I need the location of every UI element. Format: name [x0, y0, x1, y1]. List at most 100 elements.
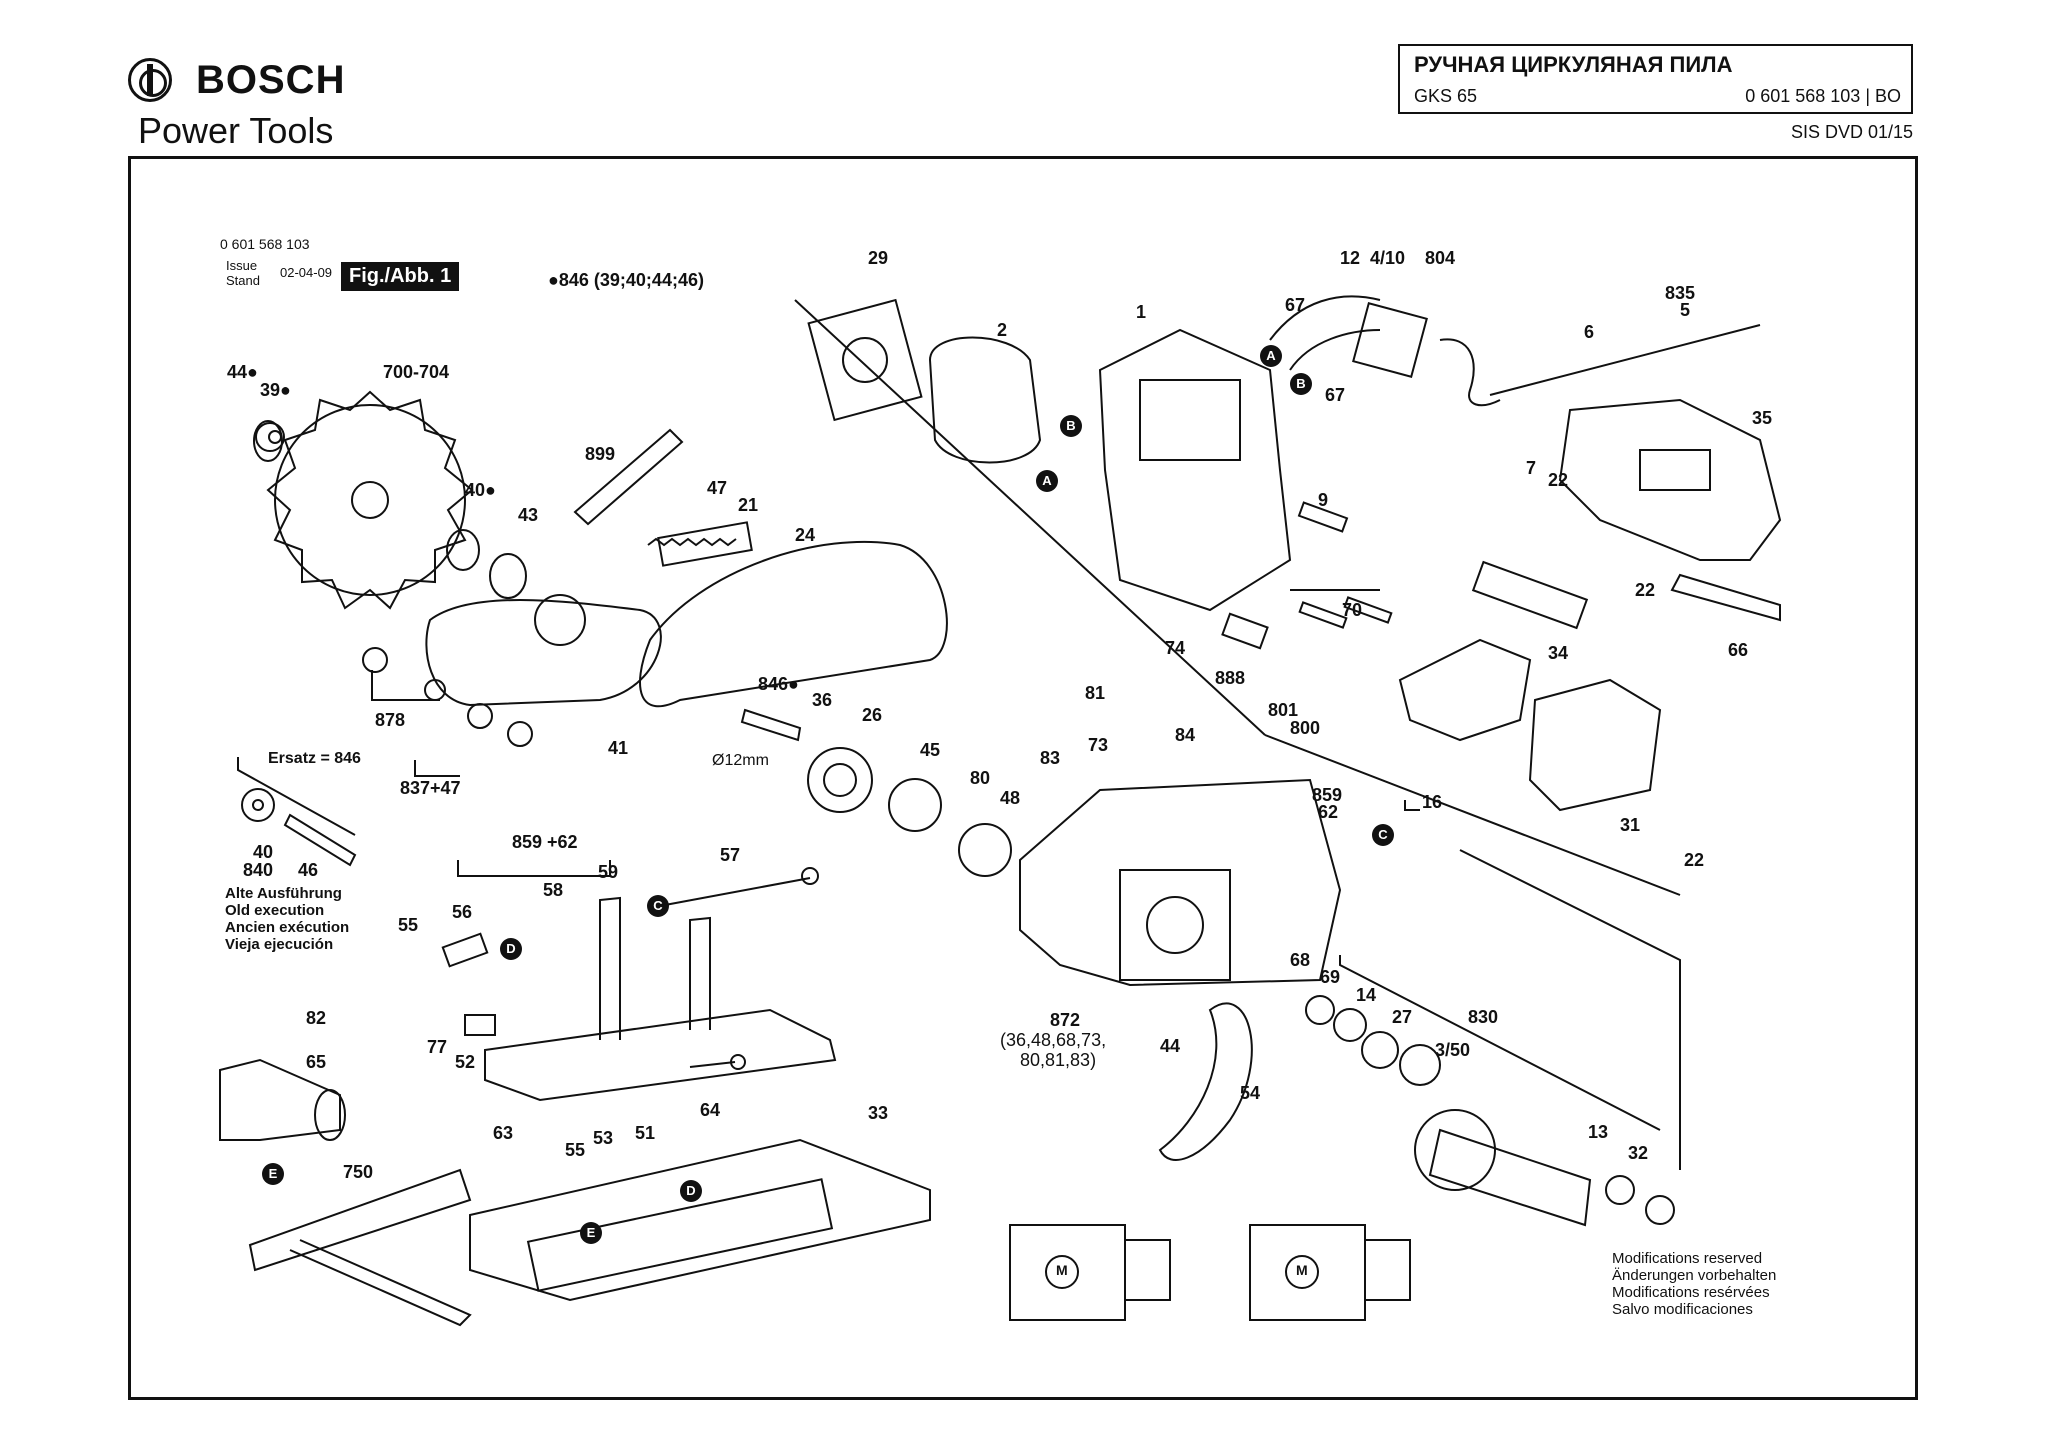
- part-label: 82: [306, 1008, 327, 1028]
- part-label: 26: [862, 705, 883, 725]
- part-label: 80,81,83): [1020, 1050, 1097, 1070]
- part-label: 55: [398, 915, 419, 935]
- riving-knife-icon: [1158, 1002, 1253, 1161]
- part-label: 9: [1318, 490, 1329, 510]
- part-label: 1: [1136, 302, 1147, 322]
- part-label: 58: [543, 880, 564, 900]
- part-label: 22: [1684, 850, 1705, 870]
- part-label: 39●: [260, 380, 291, 400]
- grease-tube-icon: [573, 428, 684, 526]
- spring-icon: [647, 537, 737, 547]
- marker-d: D: [500, 938, 522, 960]
- part-label: 32: [1628, 1143, 1649, 1163]
- stand-label: Stand: [226, 273, 260, 288]
- schematic-2: [1249, 1224, 1366, 1321]
- marker-a: A: [1036, 470, 1058, 492]
- part-label: 51: [635, 1123, 656, 1143]
- part-label: 57: [720, 845, 741, 865]
- old-execution-fr: Ancien exécution: [225, 919, 350, 936]
- part-label: 66: [1728, 640, 1749, 660]
- old-execution-es: Vieja ejecución: [225, 936, 334, 953]
- title-box: РУЧНАЯ ЦИРКУЛЯНАЯ ПИЛА GKS 65 0 601 568 …: [1398, 44, 1913, 114]
- part-label: 48: [1000, 788, 1021, 808]
- figure-label: Fig./Abb. 1: [341, 262, 460, 291]
- part-label: 750: [343, 1162, 374, 1182]
- part-label: 31: [1620, 815, 1641, 835]
- part-label: 24: [795, 525, 816, 545]
- part-label: 6: [1584, 322, 1595, 342]
- oring-80-icon: [958, 823, 1012, 877]
- part-label: 41: [608, 738, 629, 758]
- part-label: 40●: [465, 480, 496, 500]
- part-label: 34: [1548, 643, 1569, 663]
- motor-housing-icon: [1098, 328, 1292, 612]
- part-label: 859: [1312, 785, 1343, 805]
- upper-guard-icon: [639, 540, 948, 708]
- screw-57-icon: [664, 877, 811, 906]
- dvd-version: SIS DVD 01/15: [1790, 122, 1913, 142]
- bosch-armature-icon: [128, 58, 172, 102]
- issue-date: 02-04-09: [280, 265, 333, 280]
- brand-name: BOSCH: [196, 58, 346, 102]
- part-label: 62: [1318, 802, 1339, 822]
- figure-id: 0 601 568 103: [220, 236, 310, 252]
- guide-rule-icon: [248, 1168, 472, 1272]
- marker-d: D: [680, 1180, 702, 1202]
- old-execution-de: Alte Ausführung: [225, 885, 342, 902]
- note-line: Modifications resérvées: [1612, 1284, 1770, 1301]
- part-label: 44●: [227, 362, 258, 382]
- part-label: 68: [1290, 950, 1311, 970]
- marker-e: E: [580, 1222, 602, 1244]
- part-label: 69: [1320, 967, 1341, 987]
- cable-icon: [1489, 324, 1761, 396]
- part-label: 835: [1665, 283, 1696, 303]
- handle-icon: [1558, 398, 1782, 561]
- part-label: 59: [598, 862, 619, 882]
- motor-symbol: M: [1056, 1262, 1068, 1278]
- hex-key-icon: [1670, 573, 1781, 622]
- bosch-logo: BOSCH Power Tools: [128, 52, 388, 152]
- note-line: Salvo modificaciones: [1612, 1301, 1753, 1318]
- armature-icon: [1428, 1128, 1592, 1227]
- part-label: 5: [1680, 300, 1691, 320]
- part-label: 16: [1422, 792, 1443, 812]
- motor-symbol: M: [1296, 1262, 1308, 1278]
- gear-45-icon: [888, 778, 942, 832]
- brand-subtitle: Power Tools: [138, 110, 334, 151]
- diagram-frame: [128, 156, 1918, 1400]
- brush-holder-icon: [1398, 638, 1532, 742]
- part-label: 2: [997, 320, 1008, 340]
- product-title: РУЧНАЯ ЦИРКУЛЯНАЯ ПИЛА: [1414, 52, 1733, 77]
- part-label: 45: [920, 740, 941, 760]
- washer-44-icon: [255, 422, 285, 452]
- plate-21-icon: [657, 521, 753, 567]
- part-label: 12: [1340, 248, 1361, 268]
- part-label: 29: [868, 248, 889, 268]
- part-label: 840: [243, 860, 274, 880]
- marker-c: C: [1372, 824, 1394, 846]
- part-label: 44: [1160, 1036, 1181, 1056]
- lower-guard-icon: [425, 599, 662, 707]
- kit-note: ●846 (39;40;44;46): [548, 270, 704, 290]
- part-label: 4/10: [1370, 248, 1406, 268]
- part-label: 40: [253, 842, 274, 862]
- marker-a: A: [1260, 345, 1282, 367]
- part-label: 27: [1392, 1007, 1413, 1027]
- diameter-label: Ø12mm: [712, 752, 769, 769]
- part-label: 22: [1548, 470, 1569, 490]
- bearing-26-icon: [807, 747, 873, 813]
- marker-b: B: [1060, 415, 1082, 437]
- part-label: 67: [1325, 385, 1346, 405]
- part-label: 846●: [758, 674, 799, 694]
- part-label: 13: [1588, 1122, 1609, 1142]
- part-label: 52: [455, 1052, 476, 1072]
- flange-40-icon: [446, 529, 480, 571]
- part-label: 899: [585, 444, 616, 464]
- part-label: 65: [306, 1052, 327, 1072]
- cover-34-icon: [1471, 560, 1589, 630]
- part-label: 21: [738, 495, 759, 515]
- part-label: 73: [1088, 735, 1109, 755]
- part-label: 36: [812, 690, 833, 710]
- cover-31-icon: [1528, 678, 1662, 812]
- schematic-1: [1009, 1224, 1126, 1321]
